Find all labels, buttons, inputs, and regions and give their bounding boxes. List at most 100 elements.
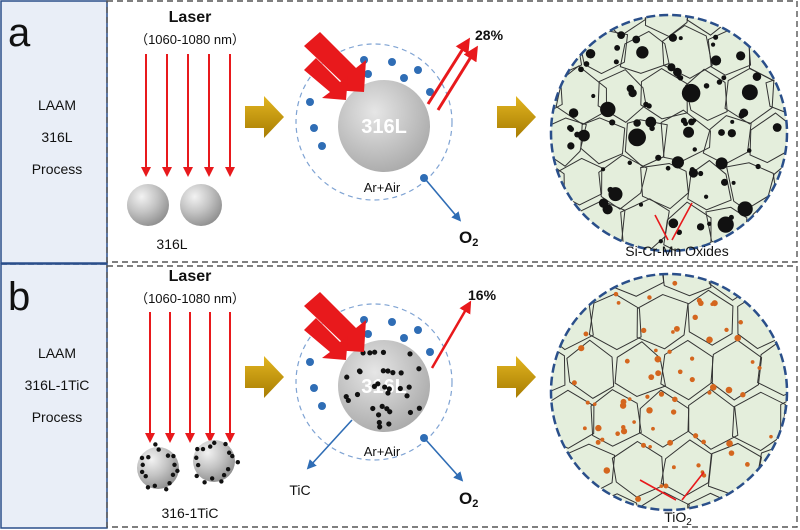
tic-particle xyxy=(194,473,199,479)
oxide-particle xyxy=(613,59,619,65)
grain-boundary xyxy=(732,489,784,510)
oxide-particle xyxy=(681,83,701,103)
tic-particle xyxy=(225,467,231,472)
tic-particle xyxy=(407,409,414,416)
gas-molecule xyxy=(388,58,396,66)
tio2-particle xyxy=(696,463,701,468)
panel-b-tic-arrow xyxy=(306,419,353,470)
oxide-particle xyxy=(710,42,716,47)
gas-molecule xyxy=(310,124,318,132)
tio2-particle xyxy=(613,291,619,297)
panel-b-oxygen-arrow xyxy=(425,439,464,482)
grain-boundary xyxy=(551,443,569,500)
oxide-particle xyxy=(668,218,679,229)
grain-boundary xyxy=(624,119,668,168)
oxide-particle xyxy=(614,44,621,51)
panel-a-melting-particle xyxy=(338,80,430,172)
oxide-particle xyxy=(727,129,736,138)
grain-boundary xyxy=(588,293,642,351)
oxide-particle xyxy=(713,34,719,40)
oxide-particle xyxy=(703,194,709,199)
gas-molecule xyxy=(360,316,368,324)
tio2-particle xyxy=(582,426,587,431)
tio2-particle xyxy=(667,439,674,446)
tic-particle xyxy=(404,393,410,399)
tic-particle xyxy=(385,368,391,374)
grain-boundary xyxy=(685,68,728,122)
tic-particle xyxy=(146,455,151,460)
tio2-particle xyxy=(648,374,655,381)
panel-b-powder-particle-1 xyxy=(137,447,179,489)
panel-a-flow-arrow-1 xyxy=(245,96,284,138)
tic-particle xyxy=(219,479,224,484)
oxide-particle xyxy=(730,119,735,124)
grain-boundary xyxy=(590,389,642,447)
oxide-particle xyxy=(574,131,581,138)
panel-a-sidebar xyxy=(0,0,108,264)
panel-b-flow-arrow-2 xyxy=(497,356,536,398)
tic-particle xyxy=(208,444,213,449)
oxide-particle xyxy=(721,75,727,81)
grain-boundary xyxy=(663,201,712,251)
oxide-particle xyxy=(718,129,725,136)
oxide-particle xyxy=(636,46,649,59)
panel-b-laser-beams xyxy=(145,312,235,443)
gas-molecule xyxy=(400,334,408,342)
gas-molecule xyxy=(388,318,396,326)
panel-b-letter: b xyxy=(8,275,30,319)
oxide-particle xyxy=(632,35,641,44)
panel-b-powder-label: 316-1TiC xyxy=(161,505,218,521)
tio2-particle xyxy=(627,397,632,401)
gas-molecule xyxy=(318,402,326,410)
tio2-particle xyxy=(757,365,762,371)
gas-molecule xyxy=(306,358,314,366)
panel-a-particle-label: 316L xyxy=(361,116,407,138)
tic-particle xyxy=(194,455,199,460)
oxide-particle xyxy=(710,55,722,66)
tio2-particle xyxy=(648,444,652,449)
gas-molecule xyxy=(364,330,372,338)
tio2-particle xyxy=(658,391,665,397)
panel-b-reflected-laser xyxy=(430,300,472,369)
tic-particle xyxy=(407,351,413,357)
gas-molecule xyxy=(318,142,326,150)
panel-a-side-line2: 316L xyxy=(41,129,72,145)
tio2-particle xyxy=(632,420,636,424)
panel-a-gas-envelope xyxy=(295,43,453,201)
oxide-particle xyxy=(585,48,596,59)
tic-particle xyxy=(212,440,217,446)
panel-b-incident-laser xyxy=(304,292,366,360)
tio2-particle xyxy=(616,300,621,305)
panel-b-oxygen-label: O2 xyxy=(459,489,478,510)
grain-boundary xyxy=(566,339,615,399)
tic-particle xyxy=(195,446,200,452)
tic-particle xyxy=(165,453,171,458)
tio2-particle xyxy=(726,440,733,447)
tic-particle xyxy=(370,405,376,412)
tic-particle xyxy=(164,487,169,492)
oxide-particle xyxy=(577,129,590,142)
oxide-particle xyxy=(746,148,752,153)
grain-boundary xyxy=(619,30,670,74)
oxide-particle xyxy=(568,126,575,132)
grain-boundary xyxy=(551,343,566,396)
grain-boundary xyxy=(765,72,787,117)
oxide-particle xyxy=(600,101,616,118)
grain-boundary xyxy=(555,15,602,29)
oxide-particle xyxy=(633,119,641,127)
grain-boundary xyxy=(551,389,595,449)
grain-boundary xyxy=(661,24,713,79)
oxide-particle xyxy=(755,163,761,170)
tio2-particle xyxy=(641,442,646,448)
grain-boundary xyxy=(724,67,775,125)
tic-particle xyxy=(390,370,396,376)
tic-particle xyxy=(156,447,161,452)
panel-a-flow-arrow-2 xyxy=(497,96,536,138)
panel-a-reflected-laser xyxy=(426,37,478,111)
tio2-particle xyxy=(672,396,678,403)
oxide-particle xyxy=(609,119,616,126)
gas-molecule xyxy=(414,66,422,74)
oxide-particle xyxy=(739,108,749,118)
oxide-particle xyxy=(678,36,683,41)
grain-boundary xyxy=(564,274,616,299)
